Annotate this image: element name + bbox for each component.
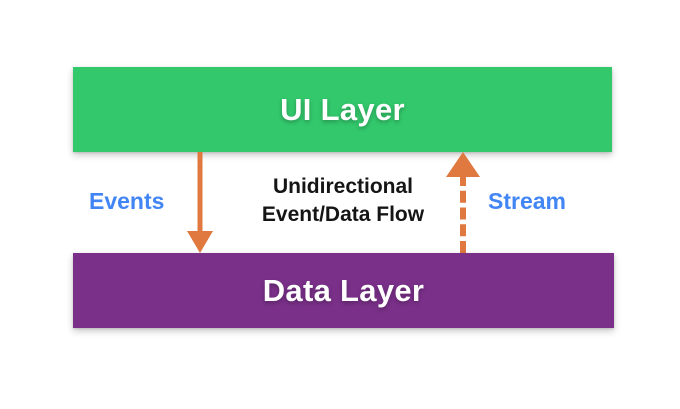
stream-arrow-up-icon <box>446 152 480 253</box>
data-layer-label: Data Layer <box>262 272 425 308</box>
stream-label: Stream <box>488 188 566 214</box>
flow-caption-line-1: Unidirectional <box>272 175 414 198</box>
flow-caption: Unidirectional Event/Data Flow <box>223 173 463 228</box>
events-arrow-head <box>187 231 213 253</box>
events-label: Events <box>89 188 165 214</box>
flow-caption-line-2: Event/Data Flow <box>261 202 425 226</box>
events-arrow-down-icon <box>187 152 213 253</box>
stream-arrow-shaft <box>460 174 466 253</box>
flow-middle-band: Events Unidirectional Event/Data Flow St… <box>73 152 614 253</box>
stream-arrow-head <box>446 152 480 177</box>
ui-layer-box: UI Layer <box>73 67 612 152</box>
ui-layer-label: UI Layer <box>280 91 405 127</box>
events-arrow-shaft <box>197 152 203 235</box>
data-layer-box: Data Layer <box>73 253 614 328</box>
